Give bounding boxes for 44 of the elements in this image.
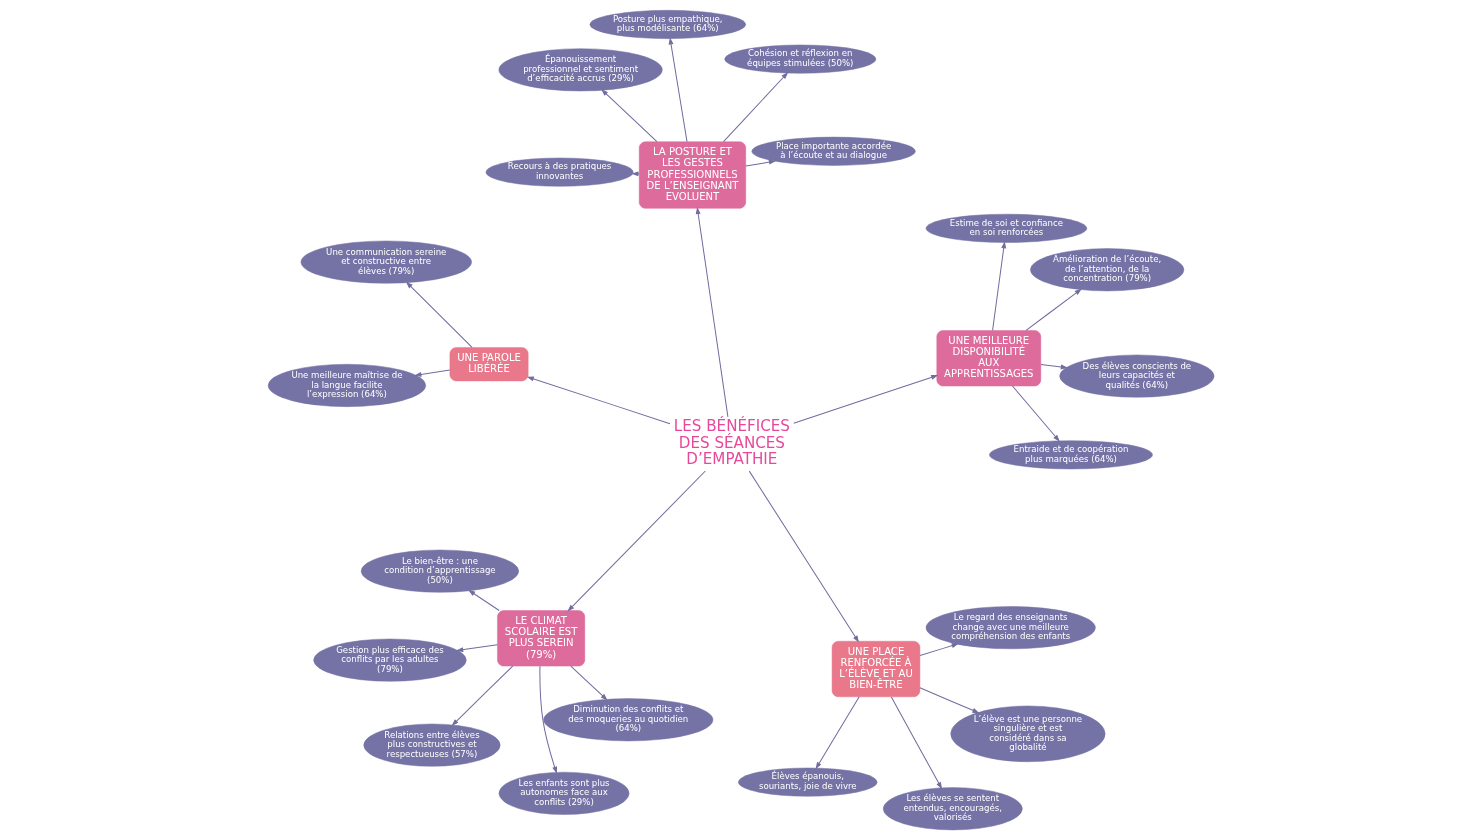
node-ellipse: Estime de soi et confiance en soi renforcées bbox=[925, 213, 1088, 243]
node-ellipse: Une communication sereine et constructive entre élèves (79%) bbox=[300, 240, 472, 284]
node-ellipse: Cohésion et réflexion en équipes stimulées (50%) bbox=[724, 44, 877, 74]
arrow bbox=[567, 470, 706, 612]
node-box: UNE PLACE RENFORCÉE À L’ÉLÈVE ET AU BIEN-ÊTRE bbox=[831, 641, 921, 698]
node-ellipse: Recours à des pratiques innovantes bbox=[485, 157, 634, 187]
node-ellipse: Les élèves se sentent entendus, encouragés, valorisés bbox=[882, 787, 1023, 831]
node-ellipse: Diminution des conflits et des moqueries au quotidien (64%) bbox=[543, 698, 714, 742]
arrow bbox=[793, 375, 939, 424]
arrow bbox=[748, 470, 860, 643]
arrow bbox=[890, 696, 943, 790]
arrow bbox=[468, 589, 500, 612]
node-box: UNE MEILLEURE DISPONIBILITÉ AUX APPRENTISSAGES bbox=[936, 330, 1042, 387]
node-text: LES BÉNÉFICES DES SÉANCES D’EMPATHIE bbox=[673, 417, 790, 469]
arrow bbox=[405, 281, 473, 348]
arrow bbox=[919, 643, 959, 656]
node-ellipse: Élèves épanouis, souriants, joie de vivre bbox=[738, 767, 878, 797]
arrow bbox=[414, 369, 451, 377]
arrow bbox=[919, 687, 980, 714]
arrow bbox=[1040, 364, 1068, 370]
node-ellipse: Le bien-être : une condition d’apprentissage (50%) bbox=[360, 549, 519, 593]
arrow bbox=[570, 665, 608, 701]
arrow bbox=[601, 89, 658, 143]
arrow bbox=[992, 241, 1007, 331]
arrow bbox=[451, 665, 514, 726]
arrow bbox=[723, 72, 789, 143]
arrow bbox=[456, 644, 498, 653]
node-box: UNE PAROLE LIBÉRÉE bbox=[449, 347, 529, 382]
node-ellipse: Les enfants sont plus autonomes face aux conflits (29%) bbox=[498, 771, 630, 815]
arrow bbox=[668, 37, 688, 143]
node-ellipse: Amélioration de l’écoute, de l’attention, de la concentration (79%) bbox=[1030, 248, 1185, 292]
node-ellipse: Une meilleure maîtrise de la langue facilite l’expression (64%) bbox=[267, 364, 426, 407]
arrow bbox=[815, 696, 860, 770]
arrow bbox=[695, 207, 729, 418]
node-box: LE CLIMAT SCOLAIRE EST PLUS SEREIN (79%) bbox=[497, 610, 586, 667]
node-ellipse: Entraide et de coopération plus marquées (64%) bbox=[989, 440, 1153, 470]
arrow bbox=[745, 159, 776, 167]
arrow bbox=[539, 665, 558, 774]
node-ellipse: Posture plus empathique, plus modélisante (64%) bbox=[589, 10, 746, 39]
node-ellipse: Épanouissement professionnel et sentiment d’efficacité accrus (29%) bbox=[498, 48, 663, 92]
arrow bbox=[526, 376, 671, 425]
node-ellipse: Relations entre élèves plus constructives et respectueuses (57%) bbox=[363, 723, 501, 767]
arrow bbox=[1011, 385, 1060, 442]
arrow bbox=[1025, 288, 1082, 331]
